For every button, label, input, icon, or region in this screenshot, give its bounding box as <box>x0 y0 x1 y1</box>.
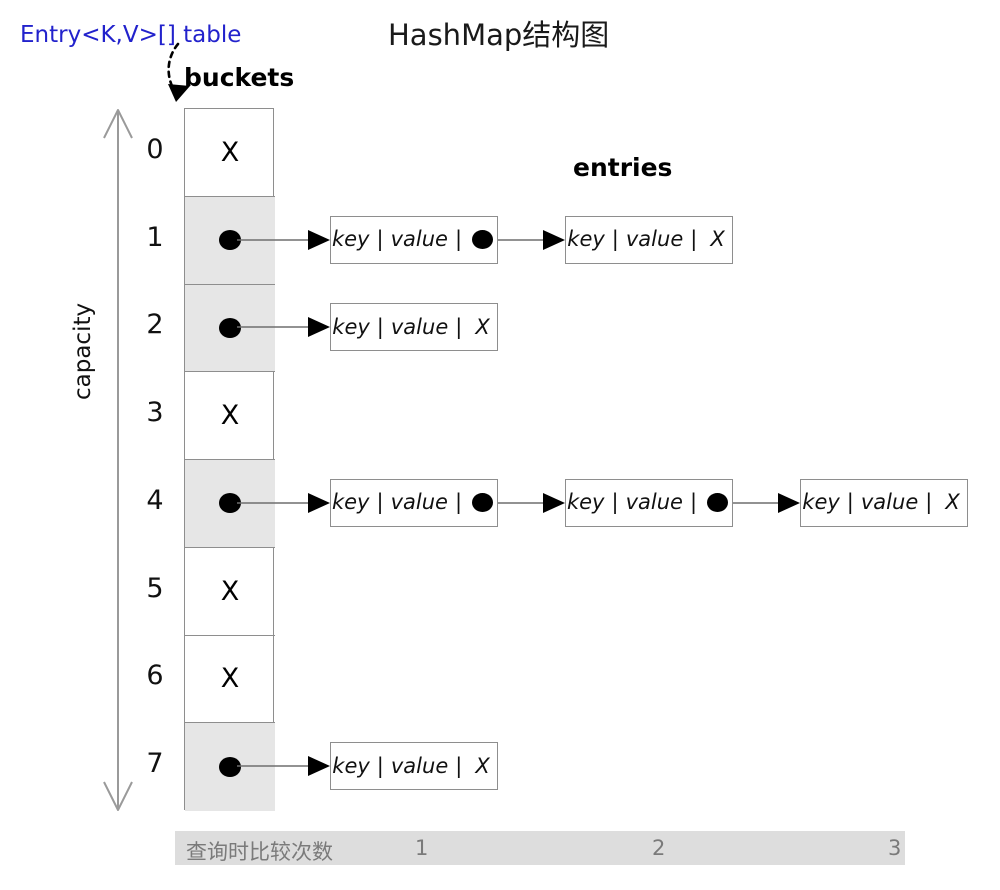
entry-key: key <box>331 227 370 252</box>
comparison-count-label: 查询时比较次数 <box>186 840 333 864</box>
entry-separator: | <box>689 490 698 515</box>
entry-separator: | <box>454 227 463 252</box>
bucket-cell-5[interactable]: X <box>185 548 275 636</box>
connector-bucket-4-to-entry-0 <box>237 492 330 513</box>
buckets-label: buckets <box>184 63 295 92</box>
entry-next-null-marker: X <box>475 314 490 339</box>
table-reference-label: Entry<K,V>[] table <box>20 22 242 48</box>
bucket-pointer-dot-icon <box>219 493 241 514</box>
entry-key: key <box>802 490 840 515</box>
entry-separator: | <box>611 490 619 515</box>
entry-next-pointer-dot-icon <box>472 230 494 250</box>
connector-entry-4-1-to-2 <box>733 492 800 513</box>
entry-separator: | <box>455 314 463 339</box>
entry-next-null-marker: X <box>945 490 960 515</box>
bucket-null-marker: X <box>220 575 240 607</box>
entry-key: key <box>332 753 370 778</box>
comparison-count-2: 2 <box>652 836 666 860</box>
bucket-null-marker: X <box>220 400 240 432</box>
page-title: HashMap结构图 <box>388 18 610 52</box>
entry-value: value <box>390 753 449 778</box>
entry-node-4-1[interactable]: key|value| <box>565 478 733 527</box>
entries-label: entries <box>573 153 673 182</box>
bucket-index-5: 5 <box>146 572 164 604</box>
comparison-count-1: 1 <box>415 836 429 860</box>
bucket-pointer-dot-icon <box>219 317 241 338</box>
entry-node-1-0[interactable]: key|value| <box>330 215 498 264</box>
entry-node-7-0[interactable]: key|value|X <box>330 742 498 791</box>
connector-bucket-1-to-entry-0 <box>237 229 330 250</box>
bucket-cell-2[interactable] <box>185 284 275 373</box>
entry-value: value <box>390 314 449 339</box>
entry-node-4-0[interactable]: key|value| <box>330 478 498 527</box>
entry-separator: | <box>454 490 463 515</box>
entry-separator: | <box>376 490 384 515</box>
entry-value: value <box>625 490 683 515</box>
entry-separator: | <box>611 227 619 252</box>
bucket-cell-7[interactable] <box>185 723 275 811</box>
bucket-index-2: 2 <box>146 309 164 341</box>
bucket-pointer-dot-icon <box>219 757 241 778</box>
entry-value: value <box>390 227 448 252</box>
entry-separator: | <box>925 490 933 515</box>
bucket-index-6: 6 <box>146 660 164 692</box>
entry-key: key <box>567 227 605 252</box>
entry-node-2-0[interactable]: key|value|X <box>330 303 498 352</box>
entry-key: key <box>331 490 370 515</box>
bucket-index-1: 1 <box>146 221 164 253</box>
entry-key: key <box>332 314 370 339</box>
bucket-null-marker: X <box>220 136 240 168</box>
entry-next-pointer-dot-icon <box>707 493 729 513</box>
bucket-cell-4[interactable] <box>185 460 275 548</box>
connector-bucket-2-to-entry-0 <box>237 317 330 338</box>
capacity-label: capacity <box>70 302 96 400</box>
bucket-cell-0[interactable]: X <box>185 109 275 197</box>
connector-bucket-7-to-entry-0 <box>237 756 330 777</box>
bucket-index-4: 4 <box>146 484 164 516</box>
bucket-pointer-dot-icon <box>219 230 241 251</box>
entry-separator: | <box>846 490 854 515</box>
bucket-array[interactable]: X X X X <box>184 108 275 811</box>
comparison-count-3: 3 <box>888 836 902 860</box>
capacity-span-arrow-icon <box>103 109 133 811</box>
entry-next-null-marker: X <box>710 227 725 252</box>
entry-node-1-1[interactable]: key|value|X <box>565 215 733 264</box>
bucket-cell-6[interactable]: X <box>185 636 275 724</box>
entry-next-pointer-dot-icon <box>472 493 494 513</box>
entry-node-4-2[interactable]: key|value|X <box>800 478 968 527</box>
bucket-null-marker: X <box>220 663 240 695</box>
entry-separator: | <box>376 314 384 339</box>
bucket-cell-3[interactable]: X <box>185 372 275 460</box>
connector-entry-4-0-to-1 <box>498 492 565 513</box>
comparison-count-bar: 查询时比较次数 1 2 3 <box>175 831 905 865</box>
bucket-index-0: 0 <box>146 133 164 165</box>
entry-separator: | <box>690 227 698 252</box>
entry-value: value <box>625 227 684 252</box>
entry-key: key <box>566 490 605 515</box>
entry-separator: | <box>376 227 384 252</box>
table-reference-pointer-icon <box>167 42 190 102</box>
connector-entry-1-0-to-1 <box>498 229 565 250</box>
entry-separator: | <box>376 753 384 778</box>
bucket-index-7: 7 <box>146 748 164 780</box>
entry-value: value <box>390 490 448 515</box>
entry-separator: | <box>455 753 463 778</box>
bucket-cell-1[interactable] <box>185 196 275 285</box>
entry-value: value <box>860 490 919 515</box>
bucket-index-3: 3 <box>146 397 164 429</box>
entry-next-null-marker: X <box>475 753 490 778</box>
